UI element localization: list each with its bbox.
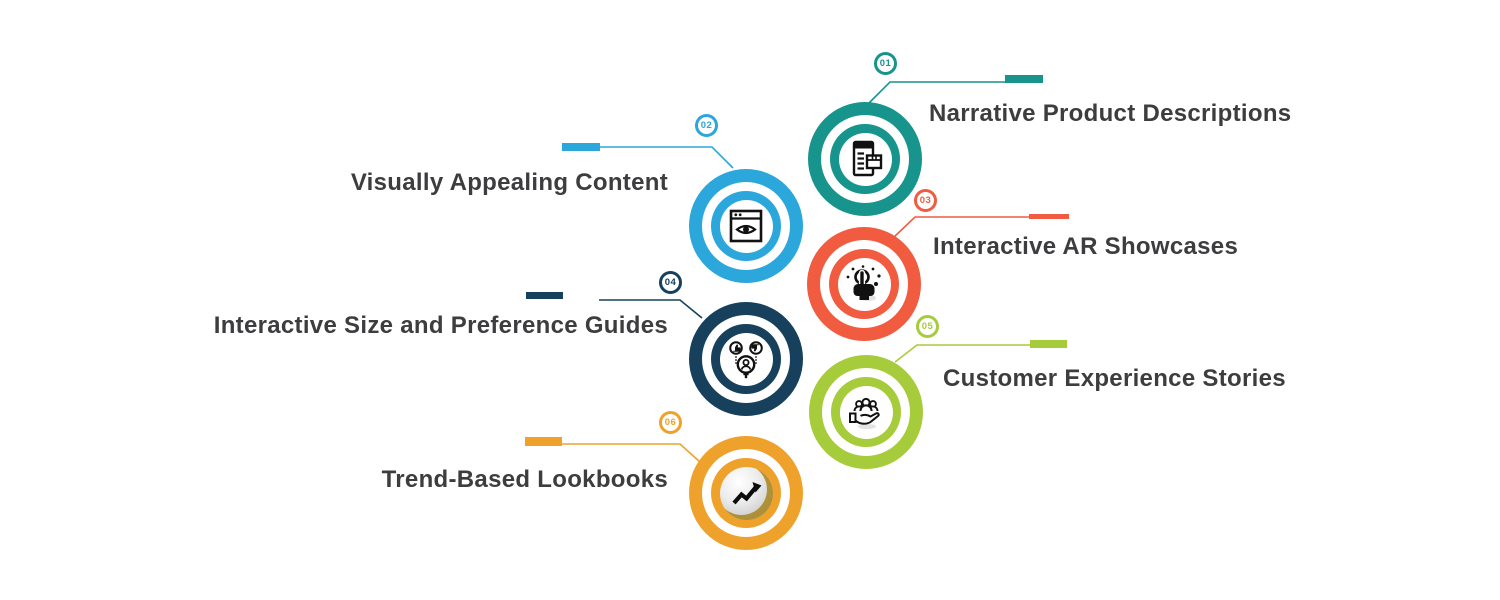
step-circle-03 bbox=[807, 227, 921, 341]
step-circle-05 bbox=[809, 355, 923, 469]
step-badge-02: 02 bbox=[695, 114, 718, 137]
trend-arrow-icon bbox=[732, 482, 762, 505]
connector-line-02 bbox=[563, 146, 734, 169]
document-package-icon bbox=[852, 140, 883, 177]
connector-line-05 bbox=[894, 344, 1067, 363]
step-label-06: Trend-Based Lookbooks bbox=[381, 466, 668, 493]
connector-dash-01 bbox=[1005, 75, 1043, 83]
step-badge-01: 01 bbox=[874, 52, 897, 75]
connector-dash-06 bbox=[525, 437, 562, 446]
step-badge-06: 06 bbox=[659, 411, 682, 434]
step-label-05: Customer Experience Stories bbox=[943, 365, 1286, 392]
step-circle-04 bbox=[689, 302, 803, 416]
step-badge-05: 05 bbox=[916, 315, 939, 338]
connector-dash-05 bbox=[1030, 340, 1067, 348]
step-circle-01 bbox=[808, 102, 922, 216]
step-badge-03: 03 bbox=[914, 189, 937, 212]
connector-dash-03 bbox=[1029, 214, 1069, 219]
connector-line-06 bbox=[562, 443, 701, 463]
browser-eye-icon bbox=[729, 209, 763, 243]
step-label-02: Visually Appealing Content bbox=[350, 169, 668, 196]
connector-dash-02 bbox=[562, 143, 600, 151]
tap-gesture-icon bbox=[846, 265, 881, 301]
step-label-01: Narrative Product Descriptions bbox=[929, 100, 1292, 127]
customer-care-icon bbox=[849, 397, 880, 430]
step-label-03: Interactive AR Showcases bbox=[933, 233, 1239, 260]
preference-search-icon bbox=[729, 341, 763, 379]
connector-dash-04 bbox=[526, 292, 563, 299]
step-circle-02 bbox=[689, 169, 803, 283]
step-circle-06 bbox=[689, 436, 803, 550]
step-badge-04: 04 bbox=[659, 271, 682, 294]
step-label-04: Interactive Size and Preference Guides bbox=[213, 312, 668, 339]
